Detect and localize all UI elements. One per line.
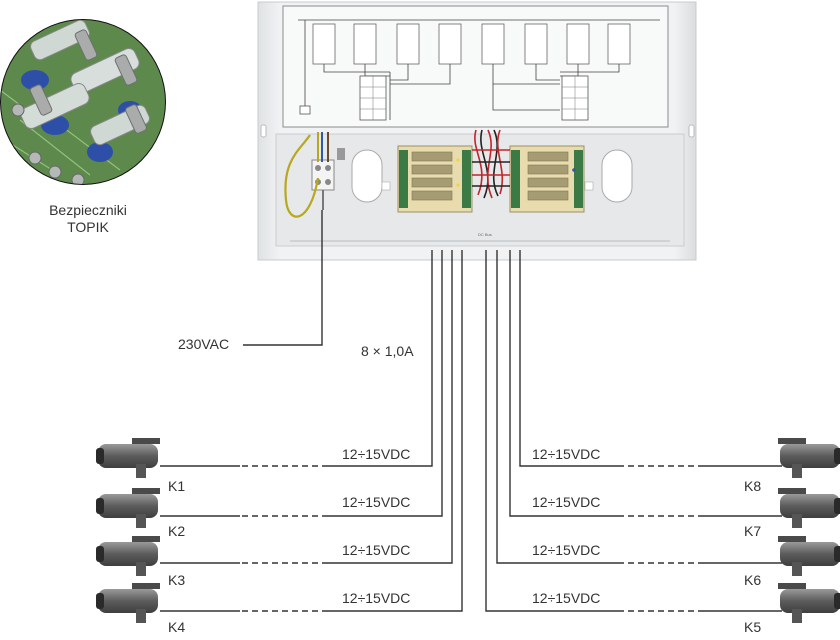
cable-k6 — [496, 250, 618, 564]
internal-schematic-label — [282, 5, 669, 128]
camera-right-5 — [778, 583, 840, 623]
camera-label-k4: K4 — [168, 619, 186, 635]
fuse-label: Bezpieczniki TOPIK — [30, 202, 146, 236]
mains-voltage-label: 230VAC — [178, 336, 230, 352]
voltage-label-k1: 12÷15VDC — [342, 446, 411, 462]
camera-label-k5: K5 — [744, 619, 762, 635]
mains-wires — [317, 132, 329, 210]
voltage-label-k3: 12÷15VDC — [342, 542, 411, 558]
dc-output-cables — [328, 250, 618, 612]
cable-k3 — [328, 250, 453, 564]
camera-label-k7: K7 — [744, 523, 762, 539]
fuse-row-left — [411, 151, 453, 201]
fuse-label-line2: TOPIK — [67, 219, 109, 235]
camera-right-6 — [778, 536, 840, 576]
cable-k1 — [328, 250, 433, 467]
camera-label-k3: K3 — [168, 572, 186, 588]
camera-label-k8: K8 — [744, 478, 762, 494]
cable-k4 — [328, 250, 463, 612]
schematic-modules — [312, 23, 631, 65]
cable-k8 — [519, 250, 618, 467]
camera-left-1 — [96, 438, 160, 478]
terminal-strip-right — [511, 150, 583, 208]
camera-left-2 — [96, 488, 160, 528]
power-supply-enclosure: DC Bus — [257, 1, 697, 261]
voltage-label-k4: 12÷15VDC — [342, 590, 411, 606]
schematic-terminal-grid — [360, 76, 588, 120]
red-black-wiring — [472, 129, 510, 199]
cable-k2 — [328, 250, 443, 517]
fuse-closeup — [0, 19, 166, 185]
camera-right-8 — [778, 438, 840, 478]
voltage-label-k6: 12÷15VDC — [532, 542, 601, 558]
vent-holes — [381, 181, 594, 191]
camera-label-k2: K2 — [168, 523, 186, 539]
voltage-label-k7: 12÷15VDC — [532, 494, 601, 510]
power-module-right — [509, 145, 585, 213]
unit-bottom-text: DC Bus — [478, 232, 492, 237]
power-module-left — [397, 145, 473, 213]
camera-label-k6: K6 — [744, 572, 762, 588]
camera-lead-lines — [160, 465, 782, 612]
camera-left-4 — [96, 583, 160, 623]
voltage-label-k2: 12÷15VDC — [342, 494, 411, 510]
screw-heads — [11, 103, 85, 184]
fuse-label-line1: Bezpieczniki — [49, 202, 127, 218]
camera-right-7 — [778, 488, 840, 528]
cable-k5 — [485, 250, 618, 612]
cable-k7 — [509, 250, 618, 517]
bottom-perforation — [290, 240, 670, 242]
voltage-label-k5: 12÷15VDC — [532, 590, 601, 606]
ground-wire — [284, 134, 320, 218]
camera-label-k1: K1 — [168, 478, 186, 494]
camera-left-3 — [96, 536, 160, 576]
terminal-strip-left — [399, 150, 471, 208]
mains-cable — [243, 210, 323, 346]
fuse-caps — [29, 29, 147, 134]
voltage-label-k8: 12÷15VDC — [532, 446, 601, 462]
mounting-holes — [260, 124, 695, 138]
dashed-cable-segments — [240, 465, 700, 612]
outputs-count-label: 8 × 1,0A — [361, 343, 414, 359]
fuse-row-right — [527, 151, 569, 201]
